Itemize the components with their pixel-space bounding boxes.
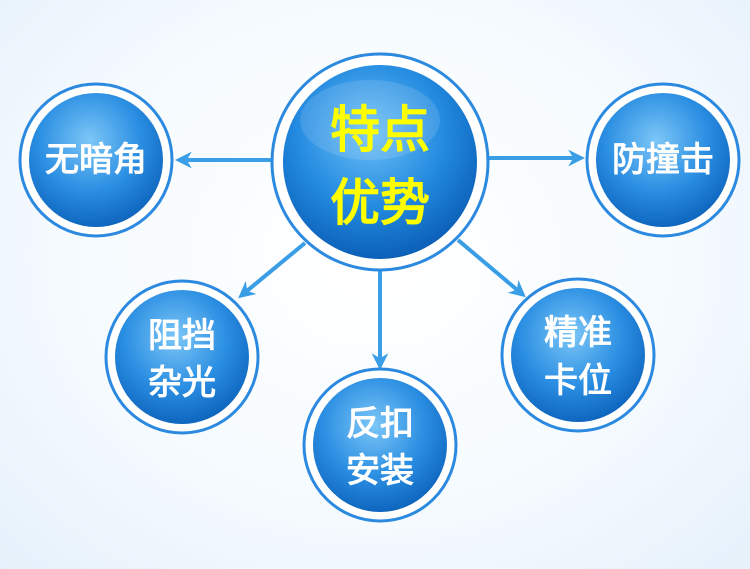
node-no-dark-corner-label: 无暗角 — [45, 140, 147, 180]
node-precise-position-line1: 精准 — [544, 313, 612, 353]
node-block-stray-light-line1: 阻挡 — [148, 316, 216, 356]
node-anti-collision: 防撞击 — [585, 82, 741, 238]
center-title-line2: 优势 — [330, 174, 430, 232]
node-precise-position: 精准 卡位 — [500, 277, 656, 433]
arrow-to-precise-position — [456, 238, 526, 298]
node-block-stray-light-line2: 杂光 — [148, 363, 216, 403]
arrows — [174, 149, 586, 371]
node-reverse-mount-line2: 安装 — [346, 451, 414, 491]
node-anti-collision-label: 防撞击 — [612, 140, 714, 180]
node-reverse-mount: 反扣 安装 — [302, 367, 458, 523]
node-no-dark-corner: 无暗角 — [18, 82, 174, 238]
center-node: 特点 优势 — [270, 52, 490, 272]
arrow-to-block-stray-light — [238, 241, 307, 299]
node-precise-position-line2: 卡位 — [544, 361, 612, 401]
node-block-stray-light: 阻挡 杂光 — [104, 279, 260, 435]
node-reverse-mount-line1: 反扣 — [346, 404, 414, 444]
center-title-line1: 特点 — [330, 101, 430, 159]
